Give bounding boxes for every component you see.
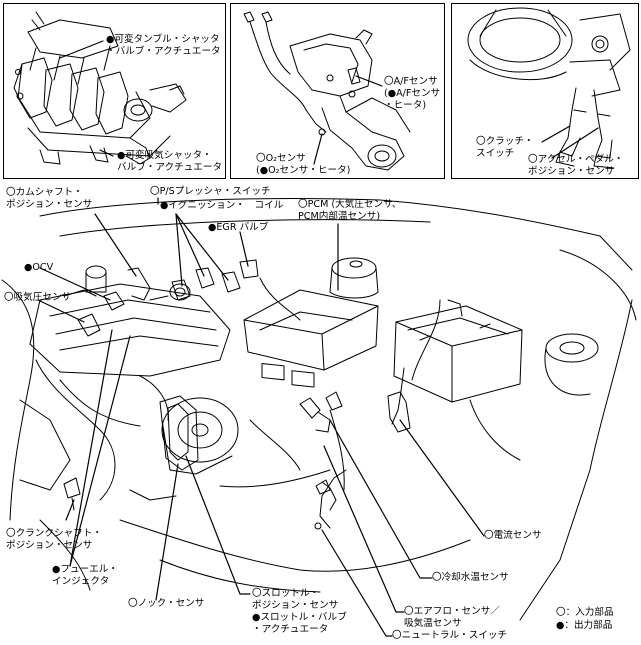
current-sensor-label: 〇電流センサ — [484, 530, 542, 541]
ocv-label: ●OCV — [24, 262, 54, 273]
knock-sensor-label: 〇ノック・センサ — [128, 598, 205, 609]
intake-manifold-drawing — [13, 11, 187, 165]
legend: 〇：入力部品 ●：出力部品 — [556, 606, 614, 632]
af-sensor-label: 〇A/Fセンサ (●A/Fセンサ ・ヒータ) — [384, 76, 441, 111]
cabin-drawing — [467, 7, 631, 169]
engine-bay-drawing — [1, 198, 637, 621]
accel-pedal-label: 〇アクセル・ペダル・ ポジション・センサ — [528, 154, 624, 177]
legend-output: ●：出力部品 — [556, 620, 613, 631]
coolant-temp-label: 〇冷却水温センサ — [432, 572, 509, 583]
tumble-valve-label: ●可変タンブル・シャッタ ・バルブ・アクチュエータ — [106, 34, 221, 57]
exhaust-drawing — [243, 11, 411, 171]
intake-shutter-label: ●可変吸気シャッタ・ バルブ・アクチュエータ — [117, 150, 223, 173]
neutral-switch-label: 〇ニュートラル・スイッチ — [392, 630, 508, 641]
ps-switch-label: 〇P/Sプレッシャ・スイッチ — [150, 186, 271, 197]
legend-input: 〇：入力部品 — [556, 607, 614, 618]
intake-pressure-label: 〇吸気圧センサ — [4, 292, 72, 303]
exhaust-inset — [230, 3, 445, 179]
crankshaft-sensor-label: 〇クランクシャフト・ ポジション・センサ — [6, 528, 102, 551]
pcm-label: 〇PCM (大気圧センサ、 PCM内部温センサ) — [298, 199, 402, 222]
egr-valve-label: ●EGR バルブ — [208, 222, 269, 233]
clutch-switch-label: 〇クラッチ・ スイッチ — [476, 136, 534, 159]
ignition-coil-label: ●イグニッション・ コイル — [160, 200, 284, 211]
airflow-sensor-label: 〇エアフロ・センサ／ 吸気温センサ — [404, 606, 500, 629]
fuel-injector-label: ●フューエル・ インジェクタ — [52, 564, 118, 587]
o2-sensor-label: 〇O₂センサ (●O₂センサ・ヒータ) — [256, 153, 351, 176]
leader-lines — [37, 197, 485, 637]
throttle-label: 〇スロットル・ ポジション・センサ ●スロットル・バルブ ・アクチュエータ — [252, 588, 347, 635]
camshaft-sensor-label: 〇カムシャフト・ ポジション・センサ — [6, 187, 93, 210]
